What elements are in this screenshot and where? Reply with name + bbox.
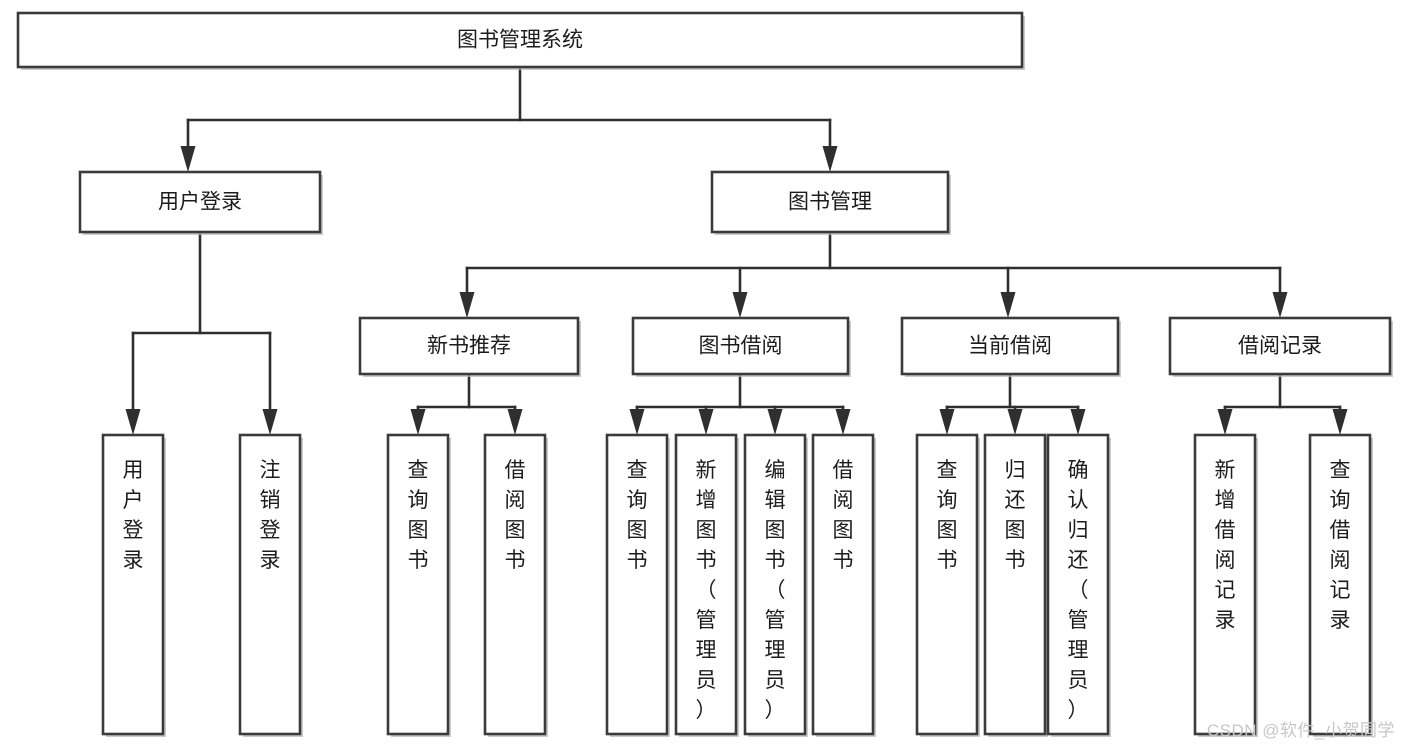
node-new-book-recommend[interactable]: 新书推荐 xyxy=(358,316,581,377)
node-leaf-edit-book-admin[interactable]: 编辑图书（管理员） xyxy=(743,433,808,737)
node-user-login[interactable]: 用户登录 xyxy=(78,170,323,235)
csdn-watermark: CSDN @软件_小贺同学 xyxy=(1206,721,1395,740)
node-label: 新增图书（管理员） xyxy=(696,459,717,722)
node-label: 图书借阅 xyxy=(699,335,783,358)
node-label: 注销登录 xyxy=(260,459,281,572)
node-borrow-record[interactable]: 借阅记录 xyxy=(1168,316,1393,377)
connector-login-to-leaves xyxy=(125,230,278,435)
connector-layer xyxy=(125,65,1348,435)
node-leaf-query-book-current[interactable]: 查询图书 xyxy=(915,433,980,737)
node-label: 查询借阅记录 xyxy=(1330,459,1351,632)
node-book-manage[interactable]: 图书管理 xyxy=(710,170,951,235)
node-label: 确认归还（管理员） xyxy=(1068,459,1089,722)
node-leaf-user-logout[interactable]: 注销登录 xyxy=(238,433,303,737)
node-leaf-query-borrow-record[interactable]: 查询借阅记录 xyxy=(1308,433,1373,737)
connector-recommend-to-leaves xyxy=(410,372,523,435)
node-label: 借阅记录 xyxy=(1238,335,1322,358)
node-leaf-add-borrow-record[interactable]: 新增借阅记录 xyxy=(1193,433,1258,737)
node-leaf-user-login[interactable]: 用户登录 xyxy=(101,433,166,737)
node-label: 图书管理系统 xyxy=(457,29,583,52)
node-book-borrow[interactable]: 图书借阅 xyxy=(631,316,851,377)
node-label: 当前借阅 xyxy=(968,335,1052,358)
node-leaf-borrow-book-rec[interactable]: 借阅图书 xyxy=(483,433,548,737)
node-leaf-query-book-borrow[interactable]: 查询图书 xyxy=(605,433,670,737)
node-label: 归还图书 xyxy=(1005,459,1026,572)
node-label: 图书管理 xyxy=(788,191,872,214)
node-label: 新书推荐 xyxy=(427,335,511,358)
node-label: 用户登录 xyxy=(158,191,242,214)
node-label: 查询图书 xyxy=(408,459,429,572)
connector-borrow-to-leaves xyxy=(629,372,851,435)
connector-current-to-leaves xyxy=(939,372,1086,435)
node-label: 新增借阅记录 xyxy=(1215,459,1236,632)
node-label: 查询图书 xyxy=(937,459,958,572)
node-label: 用户登录 xyxy=(123,459,144,572)
node-leaf-confirm-return-admin[interactable]: 确认归还（管理员） xyxy=(1046,433,1111,737)
node-label: 借阅图书 xyxy=(833,459,854,572)
node-leaf-add-book-admin[interactable]: 新增图书（管理员） xyxy=(674,433,739,737)
node-label: 查询图书 xyxy=(627,459,648,572)
node-label: 编辑图书（管理员） xyxy=(765,459,786,722)
connector-root-to-level2 xyxy=(180,65,838,172)
node-label: 借阅图书 xyxy=(505,459,526,572)
connector-bookmanage-to-level3 xyxy=(459,230,1288,318)
node-current-borrow[interactable]: 当前借阅 xyxy=(900,316,1121,377)
node-leaf-return-book[interactable]: 归还图书 xyxy=(983,433,1048,737)
connector-record-to-leaves xyxy=(1217,372,1348,435)
node-root[interactable]: 图书管理系统 xyxy=(16,11,1025,70)
node-leaf-borrow-book[interactable]: 借阅图书 xyxy=(811,433,876,737)
node-layer: 图书管理系统用户登录图书管理新书推荐图书借阅当前借阅借阅记录用户登录注销登录查询… xyxy=(16,11,1393,737)
node-leaf-query-book-rec[interactable]: 查询图书 xyxy=(386,433,451,737)
